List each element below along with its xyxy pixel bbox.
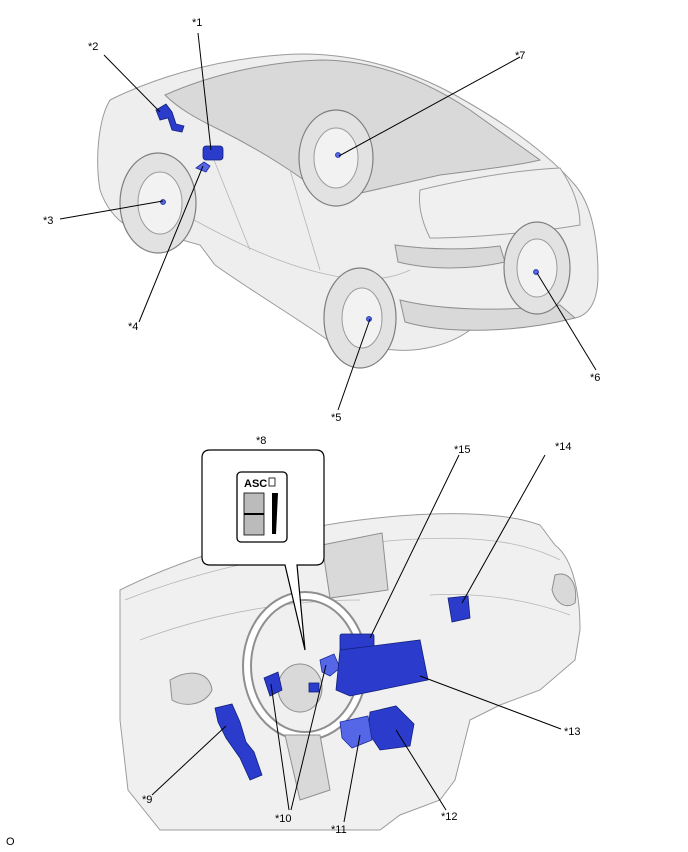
part-13-audio-unit <box>335 639 429 697</box>
callout-labels: *1 *2 *3 *4 *5 *6 *7 *8 *9 *10 *11 *12 *… <box>43 17 600 836</box>
wheel-rear-upper <box>298 109 374 207</box>
part-10-switch-left <box>263 671 283 697</box>
part-14-module <box>447 595 471 623</box>
asc-indicator-icon <box>268 477 276 487</box>
vehicle-rear-window <box>419 167 581 239</box>
callout-3: *3 <box>43 215 53 227</box>
dashboard-mid-line <box>139 593 571 641</box>
dashboard-illustration <box>119 513 581 831</box>
callout-12: *12 <box>441 811 458 823</box>
callout-4: *4 <box>128 321 138 333</box>
steering-column <box>284 734 331 801</box>
vehicle-tail-light <box>394 244 506 269</box>
callout-9: *9 <box>142 794 152 806</box>
part-2-sensor <box>155 103 185 133</box>
callout-6: *6 <box>590 372 600 384</box>
switch-inset: ASC <box>201 449 325 651</box>
leader-lines-lower <box>151 454 562 823</box>
part-9-pedal-assembly <box>214 703 263 781</box>
callout-11: *11 <box>331 824 347 836</box>
vehicle-illustration <box>97 53 599 369</box>
vehicle-door-line <box>209 149 321 271</box>
vent-right <box>551 573 577 607</box>
asc-level-indicator-icon <box>272 493 278 534</box>
callout-10: *10 <box>275 813 292 825</box>
callout-13: *13 <box>564 726 581 738</box>
callout-7: *7 <box>515 50 525 62</box>
part-10-small-switch <box>308 682 320 693</box>
callout-5: *5 <box>331 412 341 424</box>
part-1-module <box>202 145 224 161</box>
figure-code: O <box>6 836 15 848</box>
inset-frame <box>201 449 325 651</box>
part-11-bracket <box>339 715 373 749</box>
vent-left <box>169 672 213 705</box>
leader-lines-upper <box>59 32 597 411</box>
wheel-rear-left <box>323 267 397 369</box>
wheel-rear-right <box>503 221 571 315</box>
callout-8: *8 <box>256 435 266 447</box>
vehicle-rear-bumper <box>399 299 577 331</box>
callout-14: *14 <box>555 441 572 453</box>
callout-2: *2 <box>88 41 98 53</box>
asc-switch-label: ASC <box>244 478 267 490</box>
callout-1: *1 <box>192 17 202 29</box>
callout-15: *15 <box>454 444 471 456</box>
vehicle-side-line <box>184 214 411 280</box>
wheel-front-left <box>119 152 197 254</box>
center-display <box>321 532 389 599</box>
